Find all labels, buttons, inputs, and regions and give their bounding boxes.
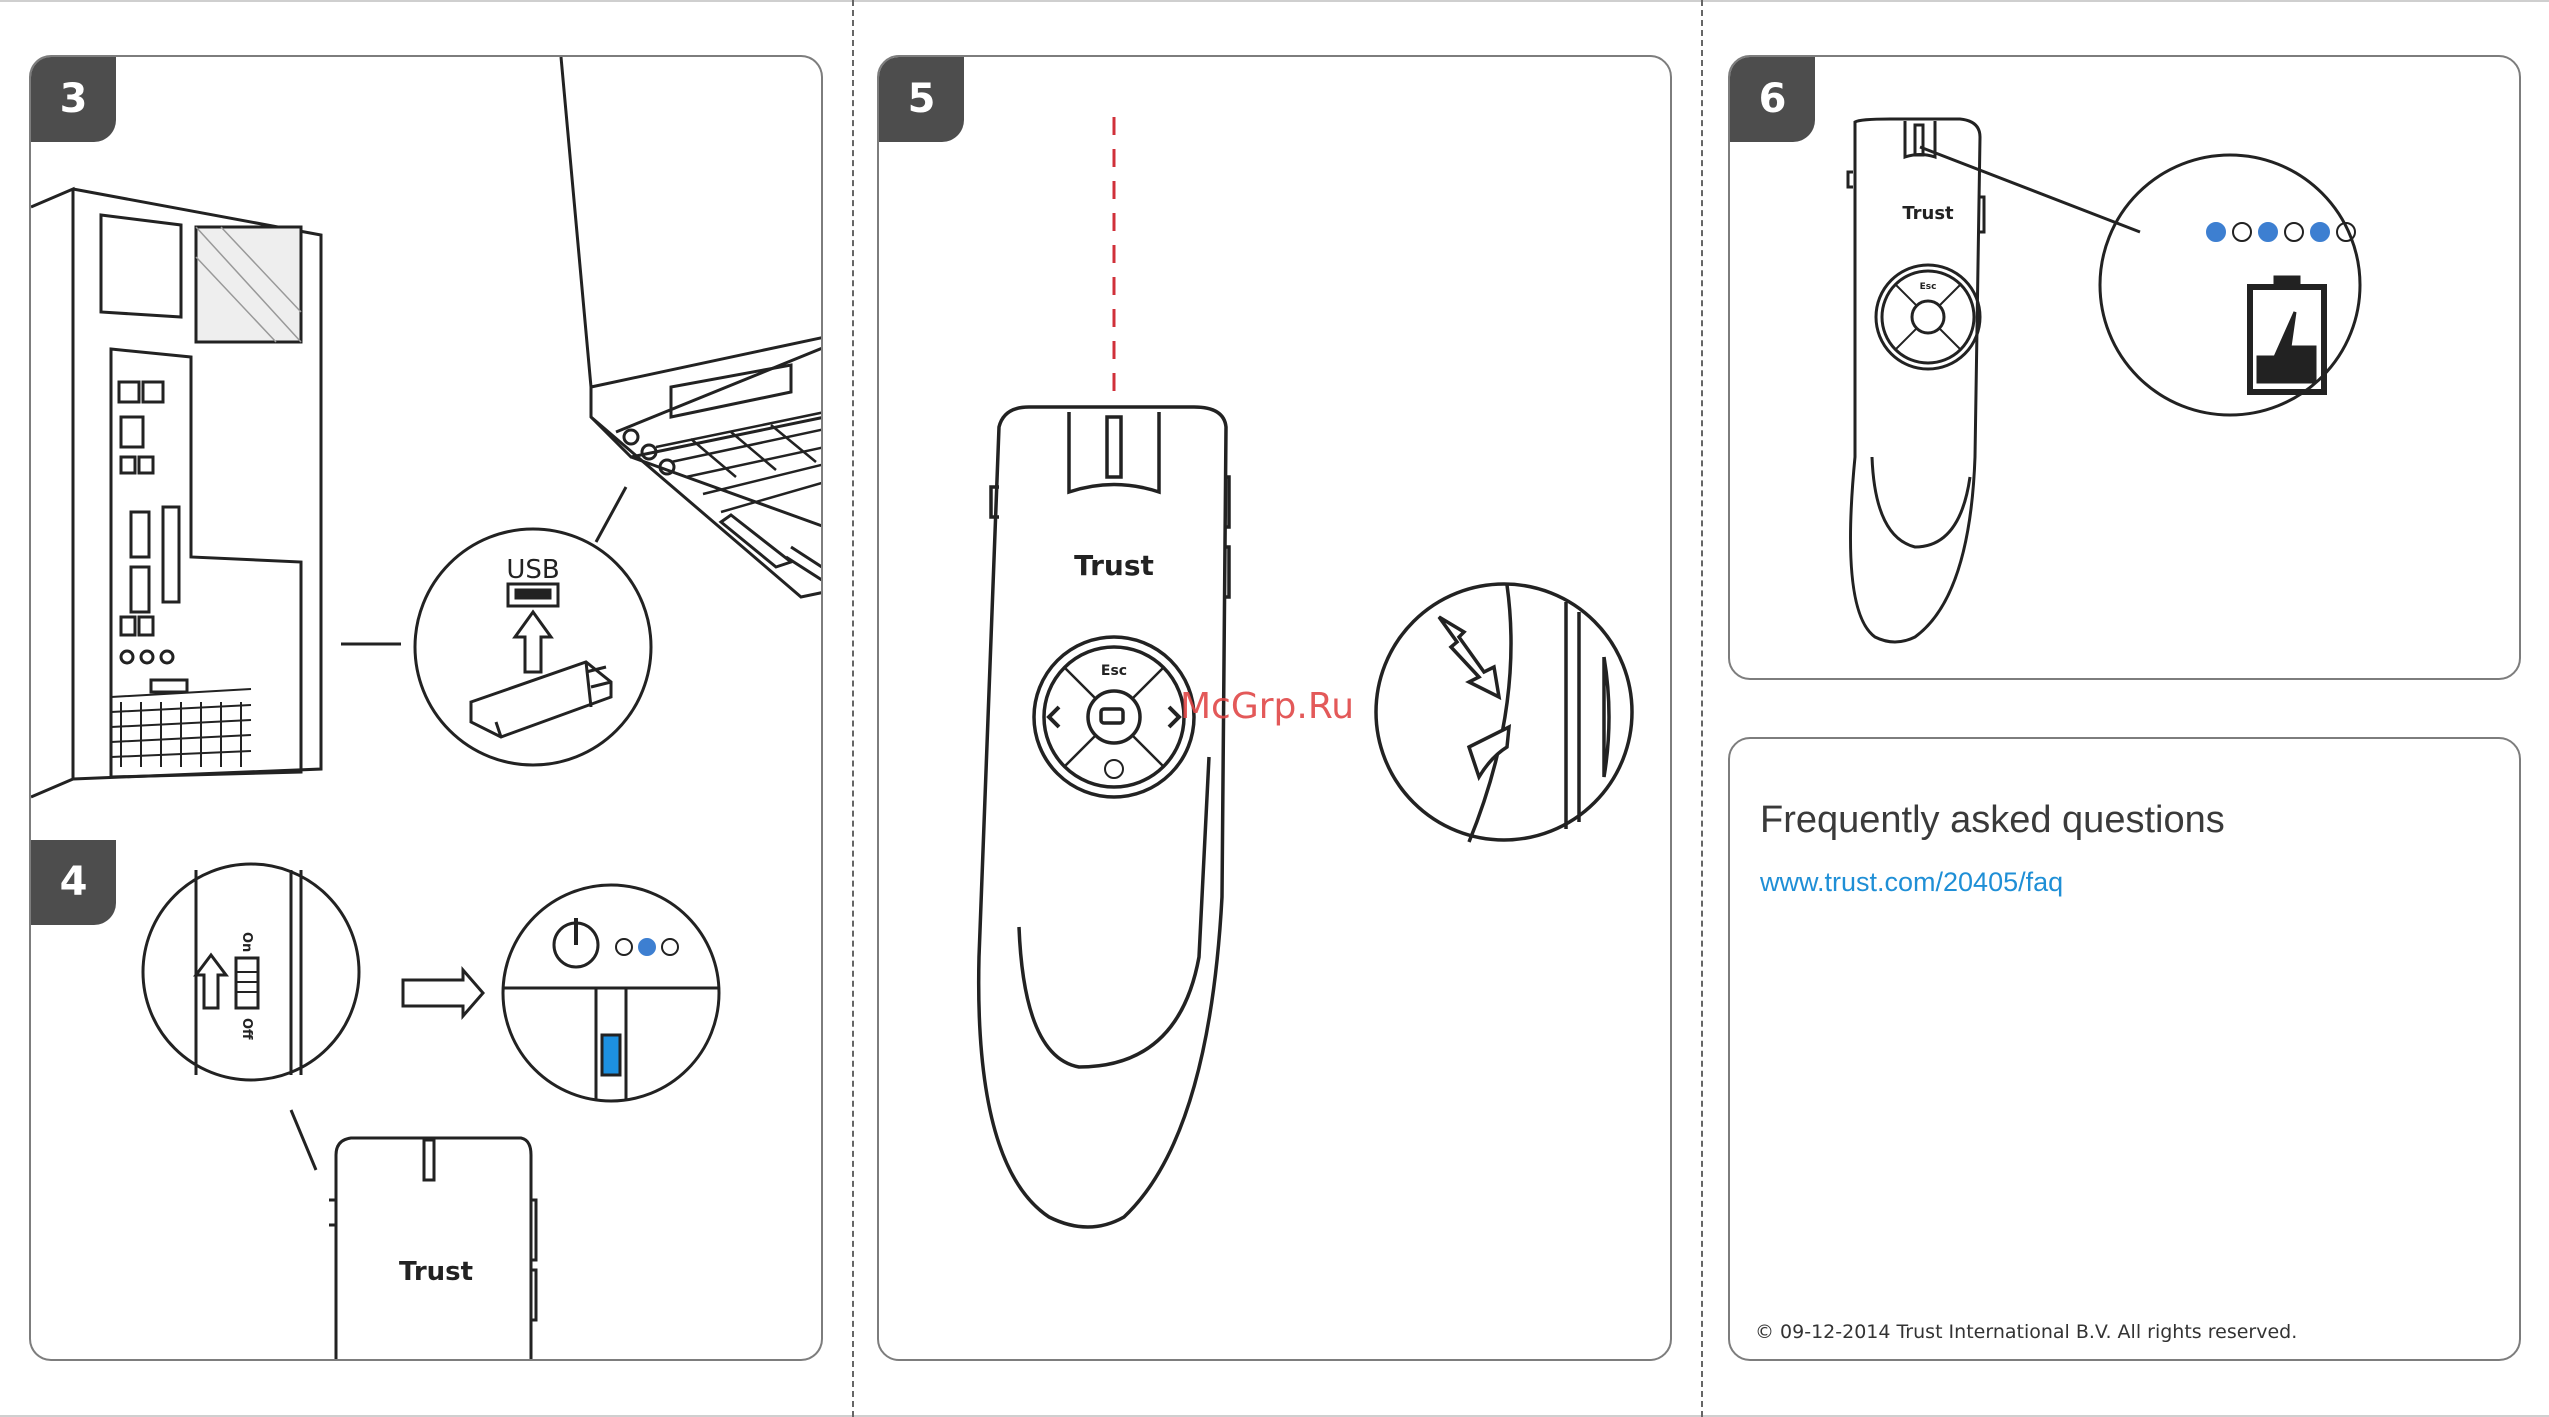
copyright-notice: © 09-12-2014 Trust International B.V. Al… [1755, 1321, 2297, 1343]
step-5-badge: 5 [879, 57, 964, 142]
brand-logo: Trust [1902, 203, 1954, 224]
esc-button-label: Esc [1101, 663, 1127, 679]
step-6-illustration: Trust Esc [1730, 57, 2521, 680]
presenter-body [979, 407, 1226, 1227]
faq-link[interactable]: www.trust.com/20405/faq [1760, 867, 2063, 898]
usb-label: USB [506, 555, 559, 585]
fold-line-right [1701, 0, 1703, 1417]
pc-tower-front [31, 189, 73, 797]
esc-button-label: Esc [1920, 282, 1937, 292]
presenter-body-small [1851, 119, 1981, 642]
switch-off-label: Off [239, 1018, 254, 1040]
fold-line-left [852, 0, 854, 1417]
step-6-badge: 6 [1730, 57, 1815, 142]
step-4-panel: Trust On Off 4 [29, 840, 823, 1361]
step-4-illustration: Trust On Off [31, 840, 823, 1361]
brand-logo: Trust [1074, 549, 1154, 582]
faq-title: Frequently asked questions [1760, 799, 2225, 842]
step-3-badge: 3 [31, 57, 116, 142]
brand-logo: Trust [399, 1257, 473, 1287]
switch-on-label: On [239, 932, 254, 952]
step-6-panel: Trust Esc 6 [1728, 55, 2521, 680]
step-4-badge: 4 [31, 840, 116, 925]
faq-panel: Frequently asked questions www.trust.com… [1728, 737, 2521, 1361]
watermark: McGrp.Ru [1180, 686, 1354, 727]
step-3-panel: USB 3 [29, 55, 823, 842]
step-3-illustration: USB [31, 57, 823, 842]
